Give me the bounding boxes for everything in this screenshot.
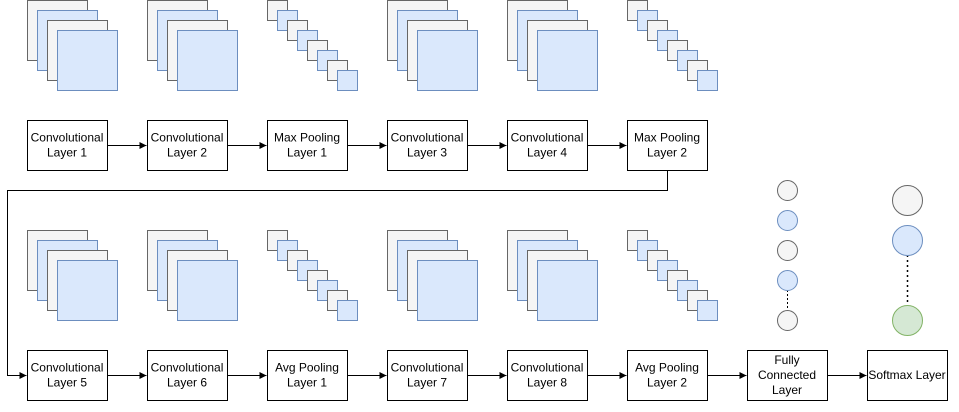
pooled-feature-map-stack [267, 0, 358, 91]
pooled-feature-map-stack [627, 0, 718, 91]
fc-neuron-node [777, 310, 798, 331]
layer-box-frame [267, 120, 348, 171]
layer-label-line-2: Layer 1 [287, 146, 327, 160]
layer-label-line-1: Max Pooling [274, 131, 340, 145]
layer-label-line-2: Layer 2 [167, 146, 207, 160]
layer-box-frame [507, 120, 588, 171]
layer-box-frame [267, 350, 348, 401]
fc-neuron-node [777, 180, 798, 201]
feature-map [177, 30, 238, 91]
layer-box-frame [387, 120, 468, 171]
layer-label-line-1: Convolutional [391, 131, 464, 145]
layer-label-line-2: Layer 2 [647, 146, 687, 160]
conv-feature-map-stack [27, 230, 118, 321]
layer-label-line-1: Convolutional [151, 361, 224, 375]
pooled-map [337, 70, 358, 91]
feature-map [537, 30, 598, 91]
fully-connected-frame [747, 350, 828, 401]
layer-label-line-1: Avg Pooling [635, 361, 699, 375]
layer-label-line-2: Layer 6 [167, 376, 207, 390]
feature-map [417, 30, 478, 91]
fc-neuron-node [777, 270, 798, 291]
pooled-map [697, 70, 718, 91]
layer-label-line-2: Layer 5 [47, 376, 87, 390]
layer-box-frame [27, 350, 108, 401]
layer-box-frame [387, 350, 468, 401]
connections-group [7, 142, 867, 379]
layer-box-frame [147, 120, 228, 171]
softmax-label-line-1: Softmax Layer [868, 368, 945, 382]
feature-map [177, 260, 238, 321]
conv-feature-map-stack [147, 230, 238, 321]
layer-box-frame [627, 120, 708, 171]
layer-label-line-1: Convolutional [511, 131, 584, 145]
conv-feature-map-stack [507, 0, 598, 91]
layer-box-frame [507, 350, 588, 401]
layer-label-line-2: Layer 1 [47, 146, 87, 160]
fully-connected-label-line-2: Connected [758, 368, 816, 382]
conv-feature-map-stack [147, 0, 238, 91]
feature-map [537, 260, 598, 321]
layer-label-line-2: Layer 4 [527, 146, 567, 160]
layer-label-line-1: Convolutional [31, 131, 104, 145]
row-wrap-connector [7, 170, 668, 379]
layer-label-line-1: Avg Pooling [275, 361, 339, 375]
layer-label-line-2: Layer 1 [287, 376, 327, 390]
fc-neuron-node [777, 210, 798, 231]
pooled-map [697, 300, 718, 321]
layer-box-frame [147, 350, 228, 401]
layer-label-line-2: Layer 8 [527, 376, 567, 390]
fully-connected-label-line-1: Fully [774, 353, 799, 367]
layer-label-line-1: Max Pooling [634, 131, 700, 145]
feature-map [417, 260, 478, 321]
feature-map [57, 30, 118, 91]
fully-connected-label-line-3: Layer [772, 383, 802, 397]
conv-feature-map-stack [27, 0, 118, 91]
softmax-neuron-node [892, 225, 923, 256]
layer-box-frame [627, 350, 708, 401]
feature-maps-group [27, 0, 718, 321]
softmax-frame [867, 350, 948, 401]
pooled-feature-map-stack [267, 230, 358, 321]
layer-box-frame [27, 120, 108, 171]
layer-label-line-2: Layer 7 [407, 376, 447, 390]
layer-label-line-2: Layer 3 [407, 146, 447, 160]
pooled-feature-map-stack [627, 230, 718, 321]
conv-feature-map-stack [507, 230, 598, 321]
layer-label-line-1: Convolutional [151, 131, 224, 145]
conv-feature-map-stack [387, 230, 478, 321]
layer-label-line-1: Convolutional [511, 361, 584, 375]
softmax-neuron-node [892, 185, 923, 216]
pooled-map [337, 300, 358, 321]
feature-map [57, 260, 118, 321]
layer-label-line-1: Convolutional [31, 361, 104, 375]
layer-label-line-1: Convolutional [391, 361, 464, 375]
softmax-neuron-node [892, 305, 923, 336]
softmax-box: Softmax Layer [867, 350, 948, 401]
fc-neuron-node [777, 240, 798, 261]
neuron-nodes-group [777, 180, 923, 336]
layer-label-line-2: Layer 2 [647, 376, 687, 390]
conv-feature-map-stack [387, 0, 478, 91]
